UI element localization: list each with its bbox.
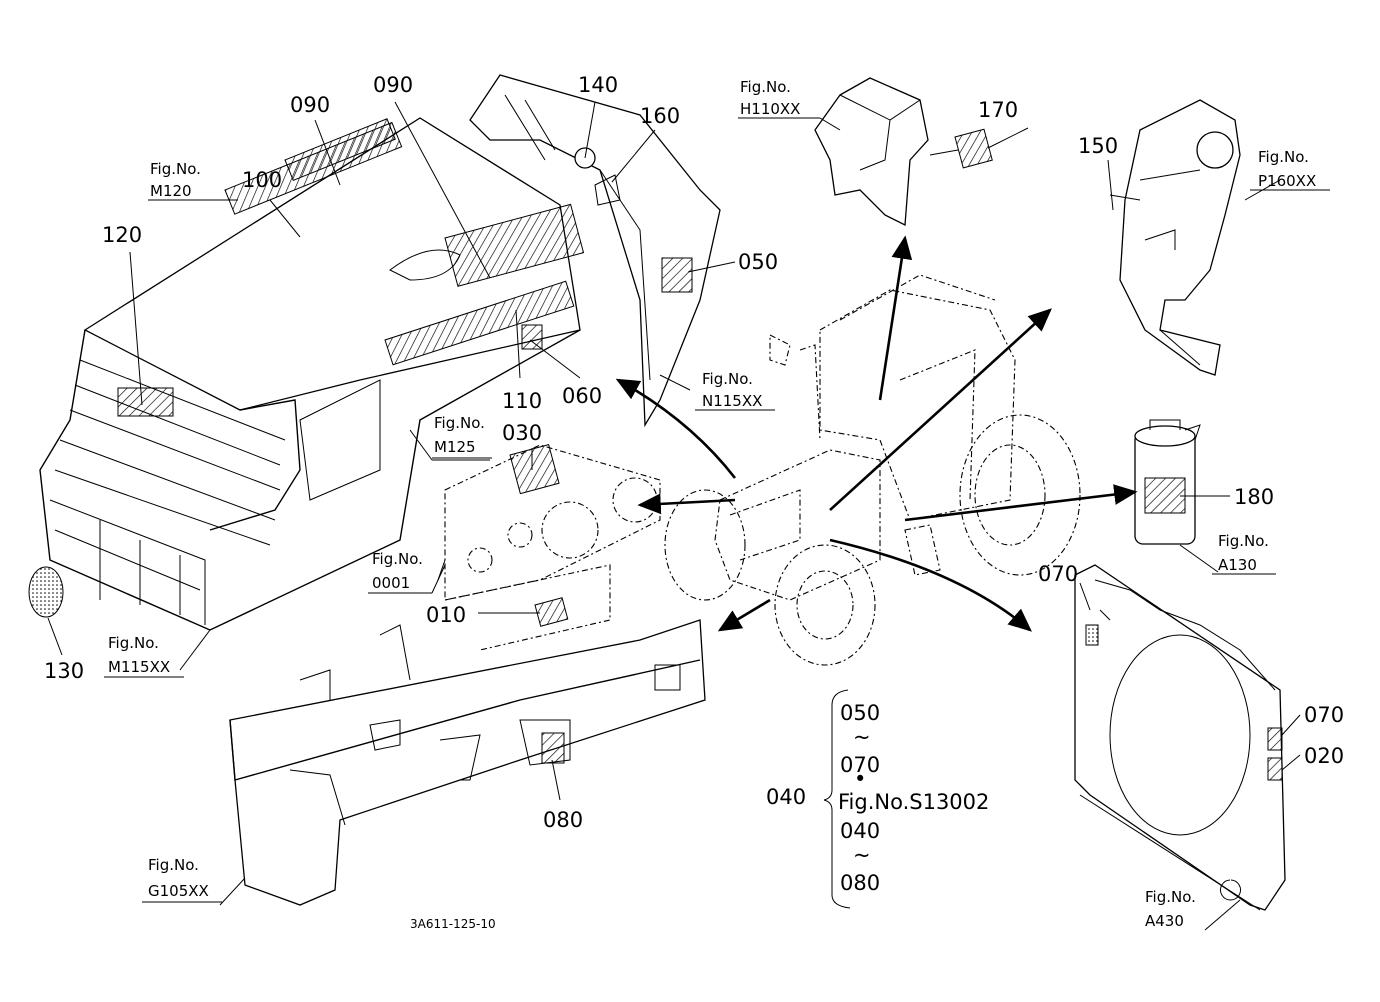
assembly-arrows [615,235,1138,632]
fig-ref-n115xx: N115XX [702,392,762,410]
tractor-overview [664,274,1081,666]
bottom-chassis [229,619,706,906]
callout-090-left: 090 [290,93,330,117]
fan-shroud [1074,564,1286,911]
side-panel [469,74,721,428]
emblem-130 [28,566,64,618]
range-ref: Fig.No.S13002 [838,790,989,814]
callout-100: 100 [242,168,282,192]
callout-150: 150 [1078,134,1118,158]
fig-ref-m120: M120 [150,182,192,200]
cylinder-part [1134,419,1201,545]
callout-030: 030 [502,421,542,445]
cab-top-part [814,77,993,227]
fig-ref-h110xx: H110XX [740,100,800,118]
range-top-end: 070 [840,753,880,777]
range-bullet: • [854,767,866,791]
fig-word-m120: Fig.No. [150,160,201,178]
fig-ref-p160xx: P160XX [1258,172,1316,190]
fig-word-h110xx: Fig.No. [740,78,791,96]
range-tilde-top: ~ [853,725,871,749]
callout-180: 180 [1234,485,1274,509]
range-bottom-start: 040 [840,819,880,843]
callout-170: 170 [978,98,1018,122]
range-tilde-bottom: ~ [853,843,871,867]
range-note: 050 ~ 070 • Fig.No.S13002 040 ~ 080 [823,689,989,909]
range-top-start: 050 [840,701,880,725]
callout-070-top: 070 [1038,562,1078,586]
fig-ref-g105xx: G105XX [148,882,209,900]
fig-word-0001: Fig.No. [372,550,423,568]
callout-130: 130 [44,659,84,683]
callout-010: 010 [426,603,466,627]
callout-080: 080 [543,808,583,832]
callout-040: 040 [766,785,806,809]
fig-ref-a130: A130 [1218,556,1257,574]
drawing-code: 3A611-125-10 [410,917,496,931]
engine-frame-plate [444,444,661,651]
figure-references: Fig.No. M120 Fig.No. H110XX Fig.No. P160… [104,78,1330,930]
fig-word-p160xx: Fig.No. [1258,148,1309,166]
callout-070-right: 070 [1304,703,1344,727]
callout-090-right: 090 [373,73,413,97]
bonnet-assembly [28,117,585,631]
callout-160: 160 [640,104,680,128]
callout-050: 050 [738,250,778,274]
range-bottom-end: 080 [840,871,880,895]
callout-numbers: 090 090 100 120 140 160 170 150 050 110 … [44,73,1344,832]
callout-110: 110 [502,389,542,413]
fig-word-a130: Fig.No. [1218,532,1269,550]
fig-ref-m115xx: M115XX [108,658,170,676]
fig-word-m125: Fig.No. [434,414,485,432]
callout-120: 120 [102,223,142,247]
fig-ref-0001: 0001 [372,574,410,592]
bracket-part [1109,99,1241,376]
fig-word-m115xx: Fig.No. [108,634,159,652]
fig-ref-a430: A430 [1145,912,1184,930]
fig-ref-m125: M125 [434,438,476,456]
callout-020: 020 [1304,744,1344,768]
callout-140: 140 [578,73,618,97]
fig-word-a430: Fig.No. [1145,888,1196,906]
callout-060: 060 [562,384,602,408]
fig-word-n115xx: Fig.No. [702,370,753,388]
fig-word-g105xx: Fig.No. [148,856,199,874]
